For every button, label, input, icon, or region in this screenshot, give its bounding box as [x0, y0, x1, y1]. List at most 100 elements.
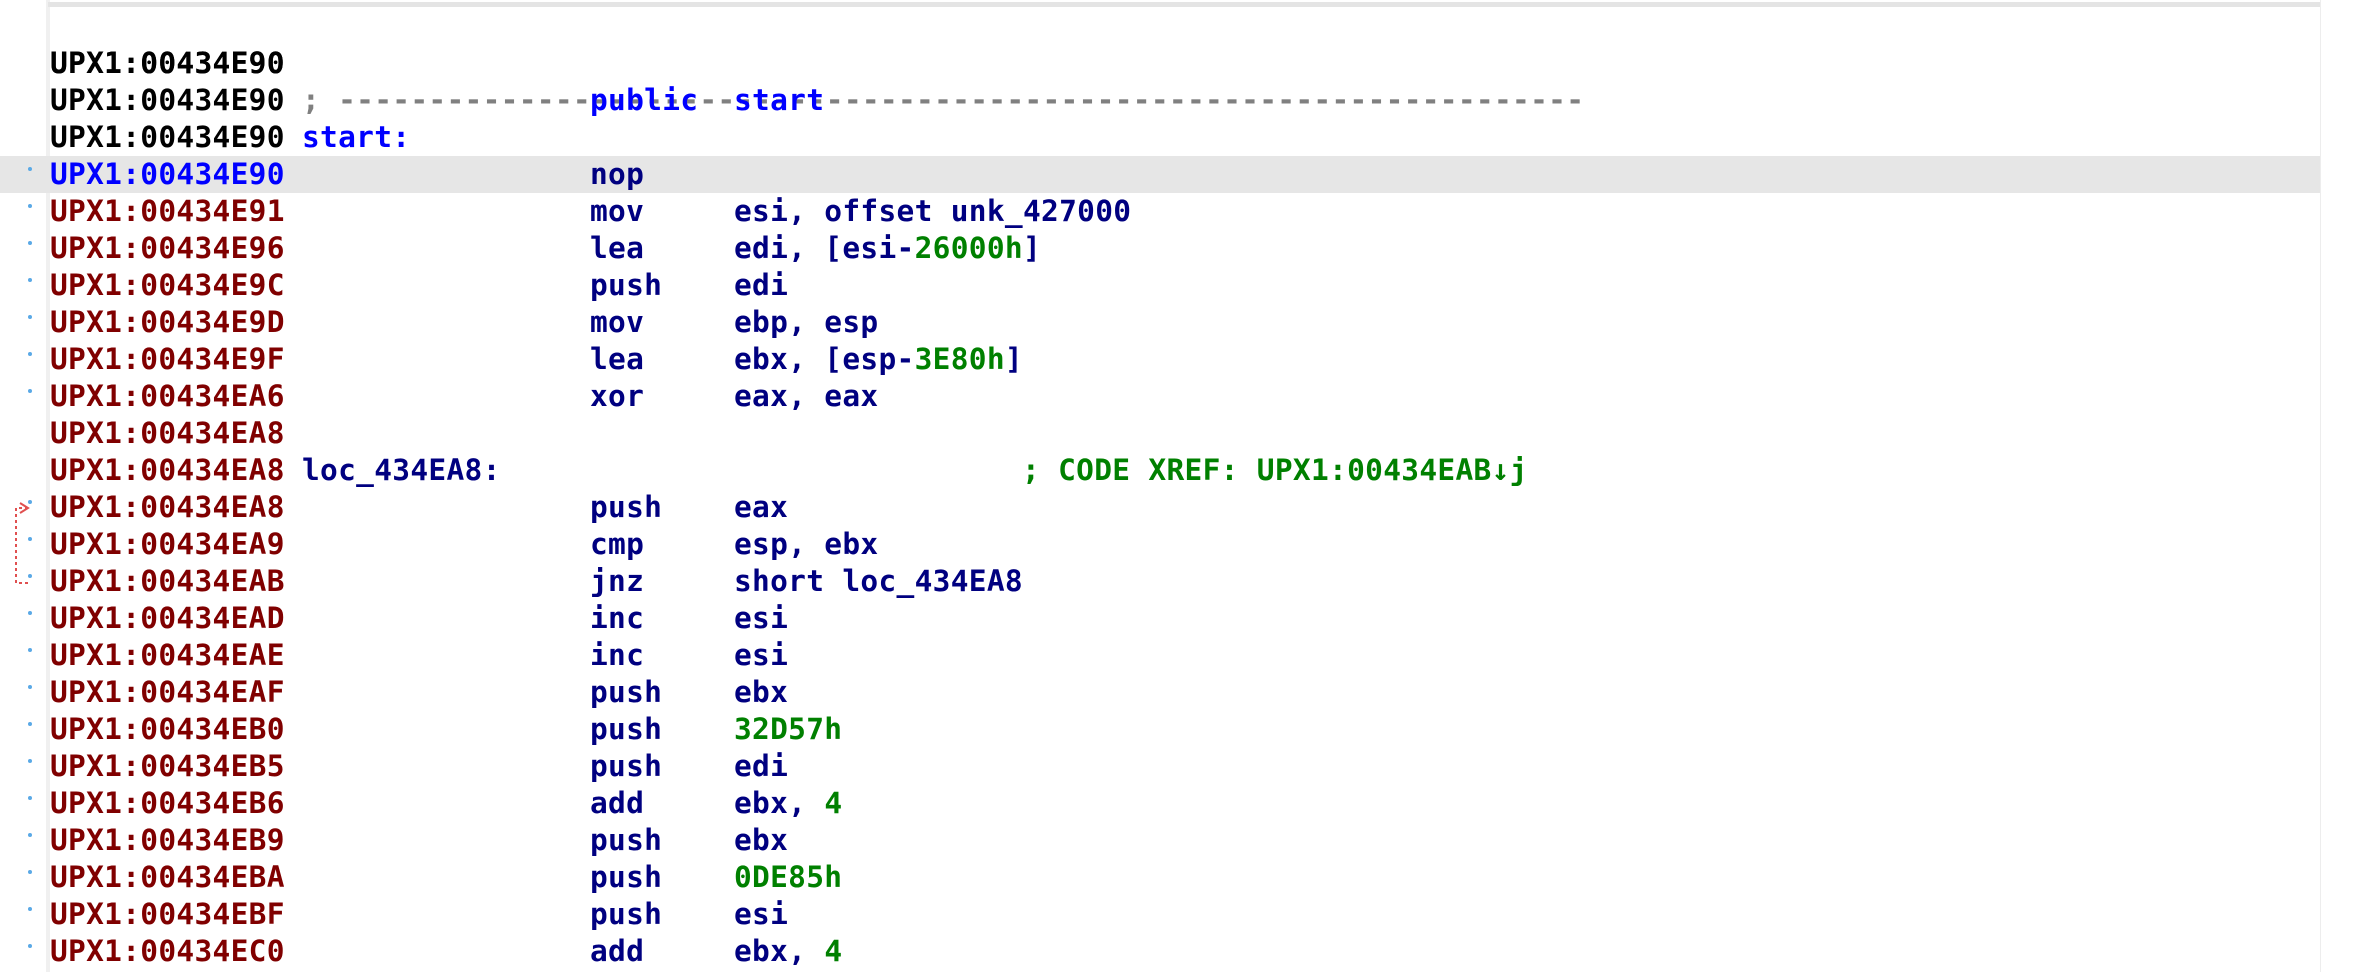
breakpoint-marker-icon[interactable] [28, 278, 32, 282]
breakpoint-marker-icon[interactable] [28, 648, 32, 652]
listing-row[interactable]: UPX1:00434E90 start: [0, 119, 2320, 156]
mnemonic: push [590, 749, 663, 783]
breakpoint-marker-icon[interactable] [28, 944, 32, 948]
address[interactable]: UPX1:00434E9D [50, 305, 285, 339]
operand[interactable]: ebx, 4 [734, 785, 842, 822]
operand[interactable]: ebp, esp [734, 304, 878, 341]
breakpoint-marker-icon[interactable] [28, 500, 32, 504]
operand[interactable]: ebx [734, 822, 788, 859]
address[interactable]: UPX1:00434EB0 [50, 712, 285, 746]
breakpoint-marker-icon[interactable] [28, 574, 32, 578]
listing-row[interactable]: UPX1:00434EB5 push edi [0, 748, 2320, 785]
operand[interactable]: esp, ebx [734, 526, 878, 563]
listing-row[interactable]: UPX1:00434E96 lea edi, [esi-26000h] [0, 230, 2320, 267]
address[interactable]: UPX1:00434EBF [50, 897, 285, 931]
mnemonic: lea [590, 231, 645, 265]
listing-row[interactable]: UPX1:00434E90 [0, 45, 2320, 82]
breakpoint-marker-icon[interactable] [28, 167, 32, 171]
address[interactable]: UPX1:00434E90 [50, 46, 285, 80]
address[interactable]: UPX1:00434E9C [50, 268, 285, 302]
address[interactable]: UPX1:00434EBA [50, 860, 285, 894]
breakpoint-marker-icon[interactable] [28, 389, 32, 393]
operand[interactable]: short loc_434EA8 [734, 563, 1023, 600]
operand-text: edi [734, 749, 789, 783]
operand[interactable]: eax, eax [734, 378, 878, 415]
address: UPX1:00434E90 [50, 46, 285, 80]
address[interactable]: UPX1:00434EAF [50, 675, 285, 709]
address[interactable]: UPX1:00434EAE [50, 638, 285, 672]
address[interactable]: UPX1:00434EA8 [50, 453, 285, 487]
operand[interactable]: 0DE85h [734, 859, 842, 896]
breakpoint-marker-icon[interactable] [28, 611, 32, 615]
operand[interactable]: esi [734, 637, 788, 674]
address[interactable]: UPX1:00434E90 [50, 120, 285, 154]
operand[interactable]: ebx [734, 674, 788, 711]
code-label[interactable]: start: [302, 120, 411, 154]
separator-row[interactable]: UPX1:00434E90 ; ------------------------… [0, 8, 2320, 117]
listing-row[interactable]: UPX1:00434EA8 [0, 415, 2320, 452]
operand[interactable]: esi, offset unk_427000 [734, 193, 1131, 230]
address[interactable]: UPX1:00434EA8 [50, 490, 285, 524]
operand[interactable]: 32D57h [734, 711, 842, 748]
code-label[interactable]: loc_434EA8: [302, 453, 501, 487]
operand[interactable]: edi [734, 748, 788, 785]
operand[interactable]: ebx, [esp-3E80h] [734, 341, 1023, 378]
address[interactable]: UPX1:00434EA8 [50, 416, 285, 450]
address[interactable]: UPX1:00434E96 [50, 231, 285, 265]
breakpoint-marker-icon[interactable] [28, 759, 32, 763]
address[interactable]: UPX1:00434EB6 [50, 786, 285, 820]
breakpoint-marker-icon[interactable] [28, 315, 32, 319]
xref-comment[interactable]: ; CODE XREF: UPX1:00434EAB↓j [1022, 453, 1528, 487]
address[interactable]: UPX1:00434EC0 [50, 934, 285, 968]
operand[interactable]: ebx, 4 [734, 933, 842, 970]
operand[interactable]: esi [734, 600, 788, 637]
operand[interactable]: eax [734, 489, 788, 526]
listing-row[interactable]: UPX1:00434EA8 loc_434EA8: ; CODE XREF: UPX… [0, 452, 2320, 489]
breakpoint-marker-icon[interactable] [28, 722, 32, 726]
address[interactable]: UPX1:00434EA9 [50, 527, 285, 561]
breakpoint-marker-icon[interactable] [28, 352, 32, 356]
address[interactable]: UPX1:00434E9F [50, 342, 285, 376]
breakpoint-marker-icon[interactable] [28, 241, 32, 245]
address[interactable]: UPX1:00434EB9 [50, 823, 285, 857]
breakpoint-marker-icon[interactable] [28, 537, 32, 541]
operand[interactable]: start [734, 82, 824, 119]
address[interactable]: UPX1:00434EB5 [50, 749, 285, 783]
breakpoint-marker-icon[interactable] [28, 833, 32, 837]
address[interactable]: UPX1:00434EA6 [50, 379, 285, 413]
address[interactable]: UPX1:00434EAD [50, 601, 285, 635]
address[interactable]: UPX1:00434E90 [50, 157, 285, 191]
vertical-scrollbar[interactable] [2320, 0, 2356, 972]
operand[interactable]: edi [734, 267, 788, 304]
breakpoint-marker-icon[interactable] [28, 870, 32, 874]
address[interactable]: UPX1:00434E90 [50, 83, 285, 117]
breakpoint-marker-icon[interactable] [28, 796, 32, 800]
breakpoint-marker-icon[interactable] [28, 685, 32, 689]
operand[interactable]: esi [734, 896, 788, 933]
operand[interactable]: edi, [esi-26000h] [734, 230, 1041, 267]
address[interactable]: UPX1:00434E91 [50, 194, 285, 228]
breakpoint-marker-icon[interactable] [28, 907, 32, 911]
breakpoint-marker-icon[interactable] [28, 204, 32, 208]
address[interactable]: UPX1:00434EAB [50, 564, 285, 598]
